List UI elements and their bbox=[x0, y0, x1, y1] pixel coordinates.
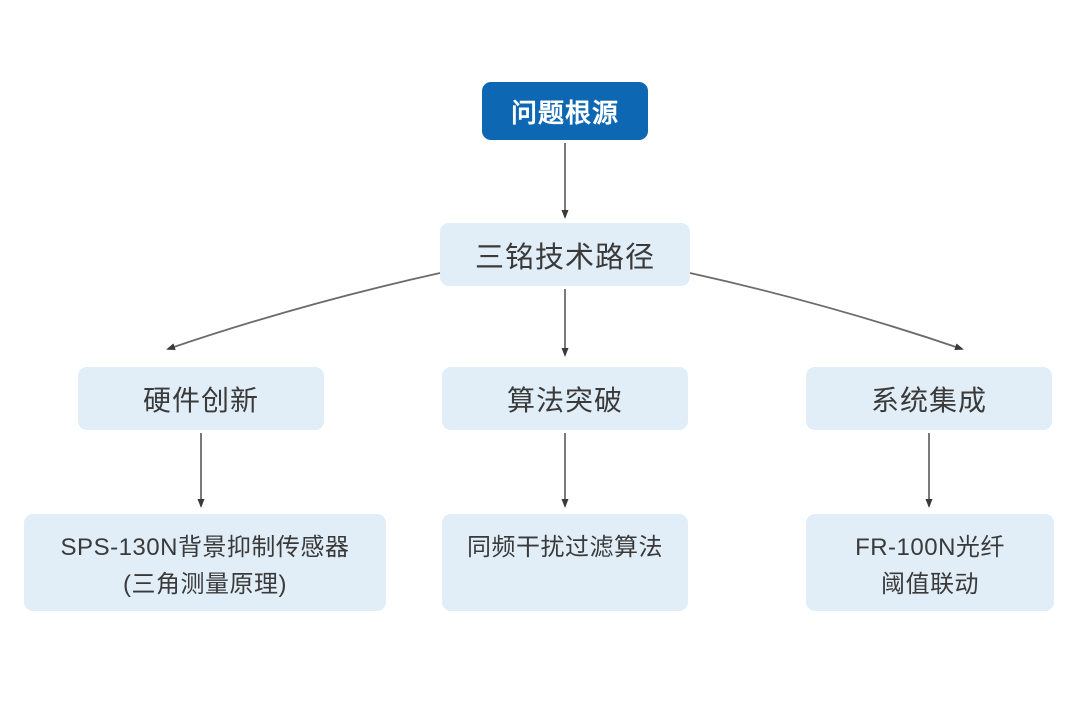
node-problem-root: 问题根源 bbox=[482, 82, 648, 140]
node-hardware-innovation-label: 硬件创新 bbox=[142, 384, 259, 416]
node-tech-path-label: 三铭技术路径 bbox=[474, 241, 655, 274]
node-algorithm-breakthrough-label: 算法突破 bbox=[506, 384, 623, 416]
node-system-integration-label: 系统集成 bbox=[870, 384, 987, 416]
node-sensor-detail-line1: SPS-130N背景抑制传感器 bbox=[60, 534, 350, 561]
node-sensor-detail-line2: (三角测量原理) bbox=[123, 571, 287, 598]
node-problem-root-label: 问题根源 bbox=[510, 97, 619, 128]
node-fiber-linkage-detail-line2: 阈值联动 bbox=[881, 571, 979, 598]
node-system-integration: 系统集成 bbox=[806, 367, 1052, 430]
node-algorithm-breakthrough: 算法突破 bbox=[442, 367, 688, 430]
node-fiber-linkage-detail: FR-100N光纤 阈值联动 bbox=[806, 514, 1054, 611]
node-hardware-innovation: 硬件创新 bbox=[78, 367, 324, 430]
edge-hub-to-system-arrow bbox=[689, 272, 964, 351]
node-filter-algorithm-detail-line1: 同频干扰过滤算法 bbox=[467, 534, 663, 561]
node-filter-algorithm-detail: 同频干扰过滤算法 bbox=[442, 514, 688, 611]
node-fiber-linkage-detail-line1: FR-100N光纤 bbox=[855, 534, 1005, 561]
node-tech-path: 三铭技术路径 bbox=[440, 223, 690, 286]
edge-hub-to-hardware-arrow bbox=[166, 272, 441, 351]
node-sensor-detail: SPS-130N背景抑制传感器 (三角测量原理) bbox=[24, 514, 386, 611]
